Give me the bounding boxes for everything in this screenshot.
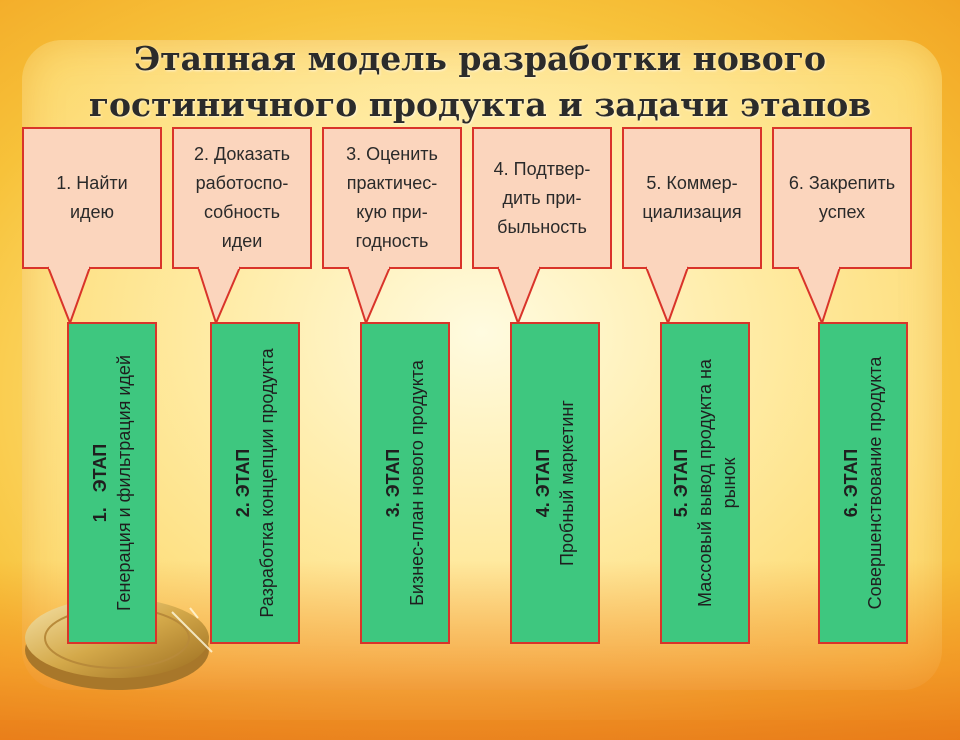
callout-pointer bbox=[47, 265, 91, 326]
task-callout-1: 1. Найти идею bbox=[22, 127, 162, 269]
stage-number: 4. ЭТАП bbox=[533, 448, 553, 518]
stage-label: Массовый вывод продукта на рынок bbox=[695, 359, 739, 607]
stage-box-2: 2. ЭТАП Разработка концепции продукта bbox=[210, 322, 300, 644]
callout-pointer bbox=[347, 265, 391, 326]
stage-label: Разработка концепции продукта bbox=[257, 348, 277, 618]
task-callout-4: 4. Подтвер- дить при- быльность bbox=[472, 127, 612, 269]
task-callout-2: 2. Доказать работоспо- собность идеи bbox=[172, 127, 312, 269]
task-callout-5: 5. Коммер- циализация bbox=[622, 127, 762, 269]
stage-label: Бизнес-план нового продукта bbox=[407, 360, 427, 606]
task-callout-3: 3. Оценить практичес- кую при- годность bbox=[322, 127, 462, 269]
stage-label: Совершенствование продукта bbox=[865, 356, 885, 610]
stage-label: Генерация и фильтрация идей bbox=[114, 354, 134, 612]
stage-number: 6. ЭТАП bbox=[841, 448, 861, 518]
callout-pointer bbox=[645, 265, 689, 326]
stage-box-5: 5. ЭТАП Массовый вывод продукта на рынок bbox=[660, 322, 750, 644]
callout-pointer bbox=[197, 265, 241, 326]
page-title: Этапная модель разработки нового гостини… bbox=[88, 39, 872, 124]
stage-box-6: 6. ЭТАП Совершенствование продукта bbox=[818, 322, 908, 644]
callout-pointer bbox=[797, 265, 841, 326]
stage-box-3: 3. ЭТАП Бизнес-план нового продукта bbox=[360, 322, 450, 644]
stage-box-1: 1. ЭТАП Генерация и фильтрация идей bbox=[67, 322, 157, 644]
stage-number: 2. ЭТАП bbox=[233, 448, 253, 518]
callout-pointer bbox=[497, 265, 541, 326]
stage-number: 3. ЭТАП bbox=[383, 448, 403, 518]
stage-label: Пробный маркетинг bbox=[557, 400, 577, 566]
stage-number: 5. ЭТАП bbox=[671, 448, 691, 518]
stage-number: 1. ЭТАП bbox=[90, 443, 110, 523]
stage-box-4: 4. ЭТАП Пробный маркетинг bbox=[510, 322, 600, 644]
task-callout-6: 6. Закрепить успех bbox=[772, 127, 912, 269]
